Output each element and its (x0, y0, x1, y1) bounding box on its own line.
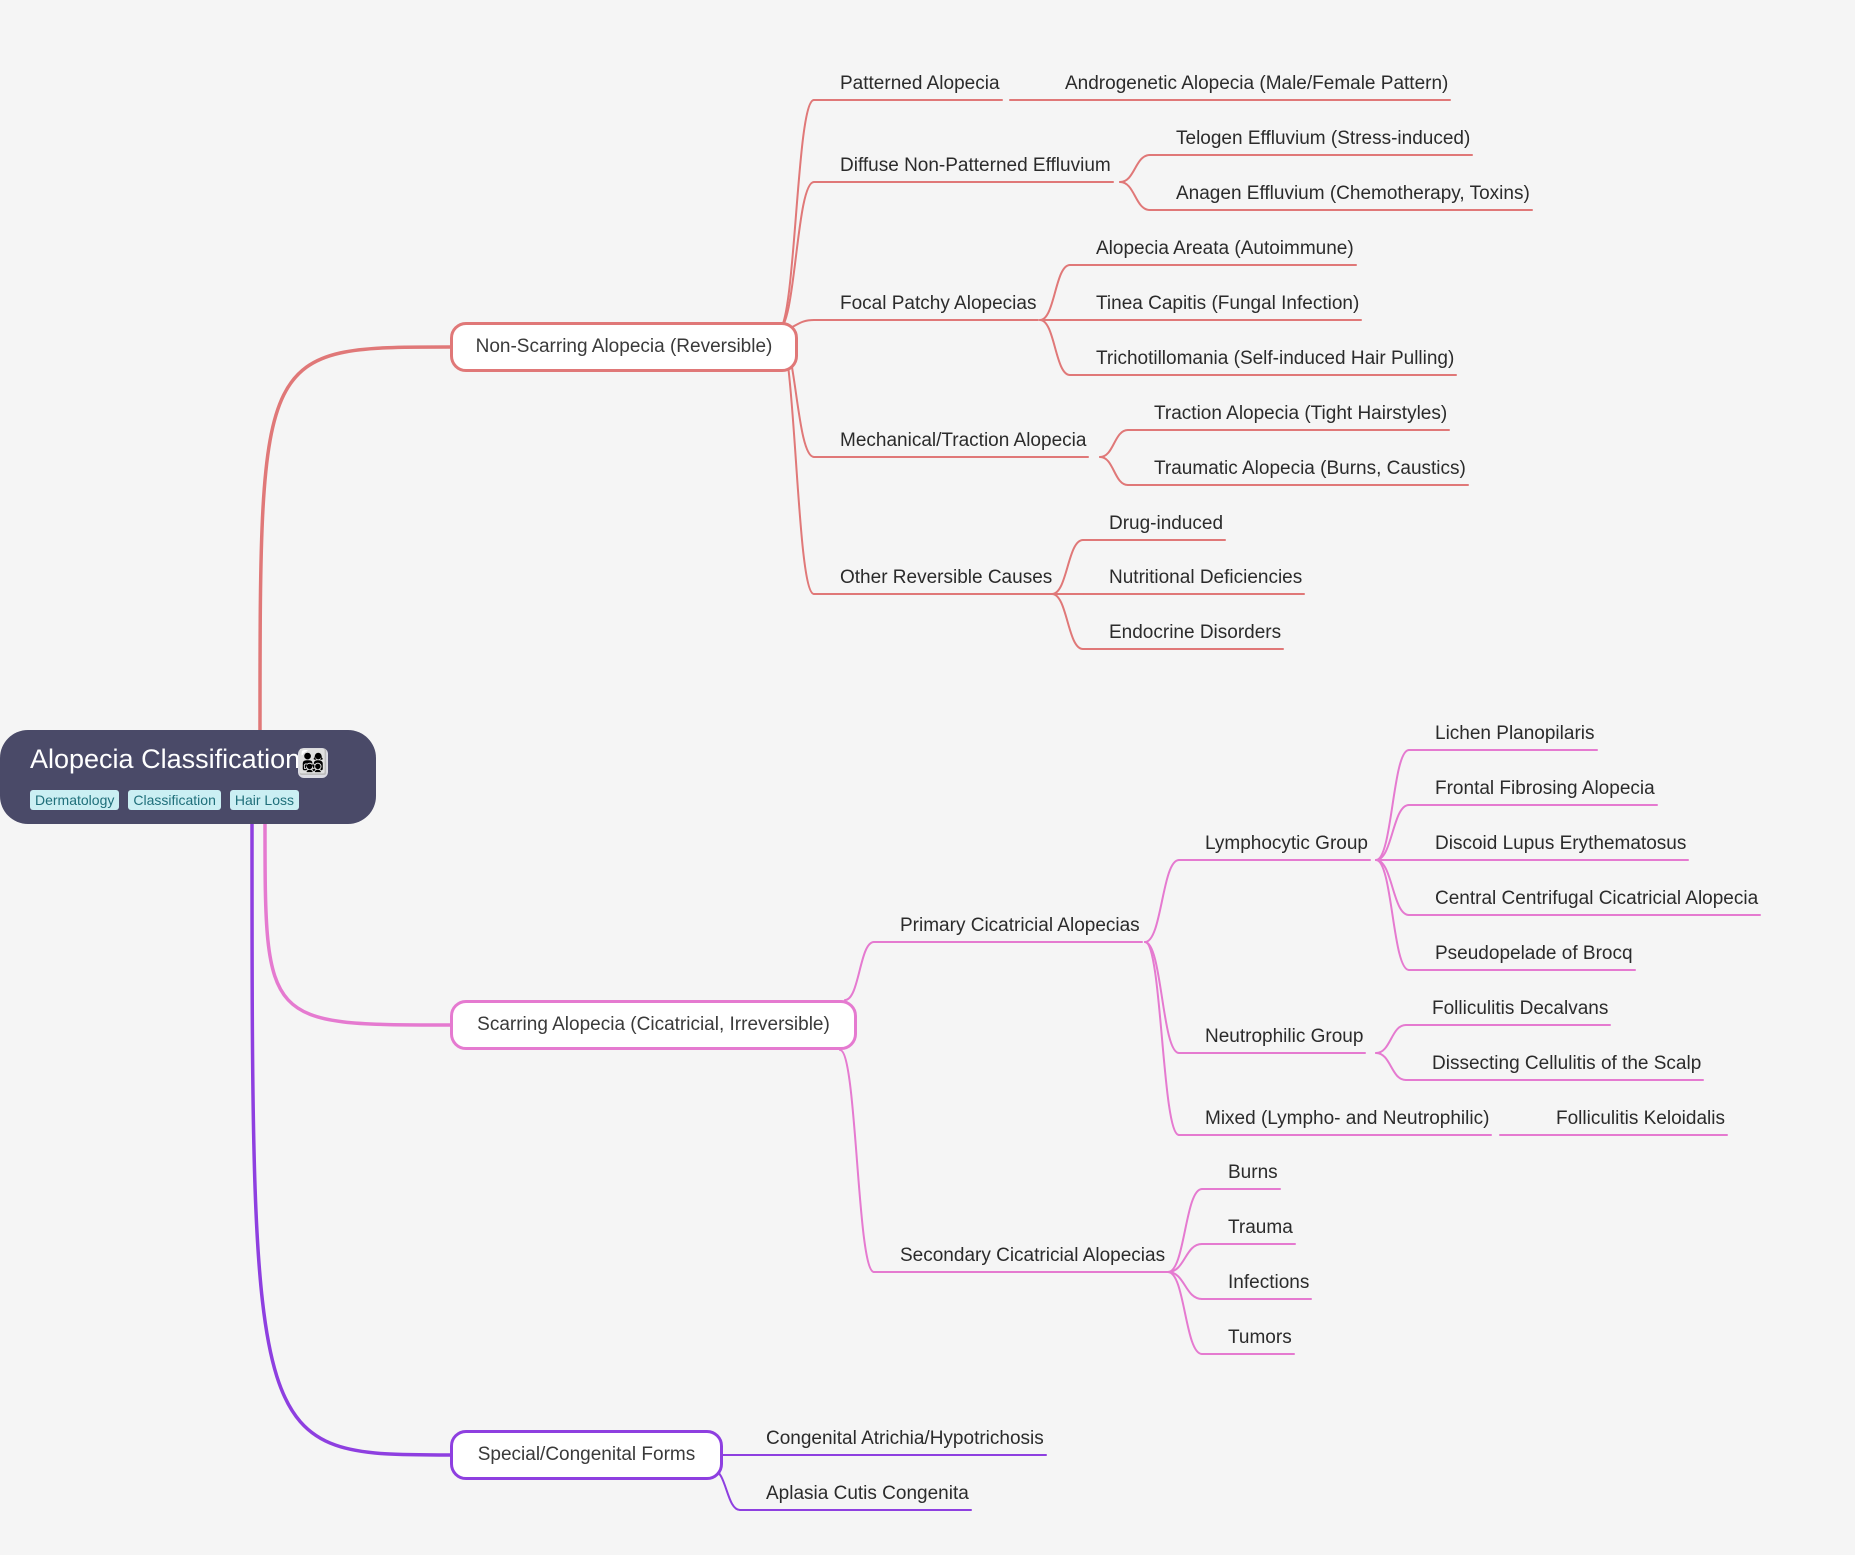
leaf-ccca[interactable]: Central Centrifugal Cicatricial Alopecia (1435, 888, 1759, 909)
leaf-pseudopelade[interactable]: Pseudopelade of Brocq (1435, 943, 1633, 964)
leaf-folliculitis-decalvans[interactable]: Folliculitis Decalvans (1432, 998, 1609, 1019)
tag-hair-loss[interactable]: Hair Loss (229, 790, 299, 810)
leaf-trichotillomania[interactable]: Trichotillomania (Self-induced Hair Pull… (1096, 348, 1455, 369)
connector (1039, 264, 1071, 321)
node-focal-patchy[interactable]: Focal Patchy Alopecias (840, 293, 1037, 314)
connector (250, 822, 452, 1457)
connector (1144, 941, 1180, 1136)
connector (1375, 859, 1410, 971)
leaf-lichen-planopilaris[interactable]: Lichen Planopilaris (1435, 723, 1595, 744)
connector (1375, 1024, 1407, 1054)
tag-classification[interactable]: Classification (128, 790, 221, 810)
connector (1119, 181, 1151, 211)
connector (1167, 1243, 1203, 1273)
branch-special-congenital[interactable]: Special/Congenital Forms (450, 1430, 723, 1480)
connector (1375, 1052, 1407, 1081)
root-tags: Dermatology Classification Hair Loss (30, 790, 299, 810)
node-primary-cicatricial[interactable]: Primary Cicatricial Alopecias (900, 915, 1140, 936)
leaf-traction[interactable]: Traction Alopecia (Tight Hairstyles) (1154, 403, 1448, 424)
tag-dermatology[interactable]: Dermatology (30, 790, 120, 810)
leaf-folliculitis-keloidalis[interactable]: Folliculitis Keloidalis (1556, 1108, 1725, 1129)
leaf-tinea-capitis[interactable]: Tinea Capitis (Fungal Infection) (1096, 293, 1360, 314)
leaf-aplasia-cutis[interactable]: Aplasia Cutis Congenita (766, 1483, 969, 1504)
leaf-endocrine[interactable]: Endocrine Disorders (1109, 622, 1282, 643)
root-node[interactable]: Alopecia Classification 👨‍👩‍👧‍👦 Dermatol… (0, 730, 376, 824)
branch-non-scarring[interactable]: Non-Scarring Alopecia (Reversible) (450, 322, 798, 372)
family-emoji-icon: 👨‍👩‍👧‍👦 (298, 748, 328, 778)
leaf-traumatic[interactable]: Traumatic Alopecia (Burns, Caustics) (1154, 458, 1466, 479)
leaf-infections[interactable]: Infections (1228, 1272, 1310, 1293)
connector (839, 1049, 875, 1273)
connector (844, 941, 875, 1001)
connector (1051, 539, 1084, 595)
leaf-alopecia-areata[interactable]: Alopecia Areata (Autoimmune) (1096, 238, 1354, 259)
connector (1039, 319, 1071, 376)
leaf-congenital-atrichia[interactable]: Congenital Atrichia/Hypotrichosis (766, 1428, 1044, 1449)
connector (1144, 859, 1180, 943)
leaf-nutritional[interactable]: Nutritional Deficiencies (1109, 567, 1303, 588)
node-neutrophilic[interactable]: Neutrophilic Group (1205, 1026, 1364, 1047)
node-mixed[interactable]: Mixed (Lympho- and Neutrophilic) (1205, 1108, 1490, 1129)
node-lymphocytic[interactable]: Lymphocytic Group (1205, 833, 1368, 854)
connector (1167, 1188, 1203, 1273)
connector (777, 99, 815, 331)
branch-scarring[interactable]: Scarring Alopecia (Cicatricial, Irrevers… (450, 1000, 857, 1050)
connector (1051, 593, 1084, 650)
connector (1119, 154, 1151, 183)
connector (258, 345, 452, 732)
connector (1375, 749, 1410, 861)
connector (1099, 429, 1129, 458)
connector (1375, 859, 1410, 916)
node-secondary-cicatricial[interactable]: Secondary Cicatricial Alopecias (900, 1245, 1166, 1266)
connector (1099, 456, 1129, 486)
leaf-telogen[interactable]: Telogen Effluvium (Stress-induced) (1176, 128, 1471, 149)
node-mechanical-traction[interactable]: Mechanical/Traction Alopecia (840, 430, 1087, 451)
node-diffuse-effluvium[interactable]: Diffuse Non-Patterned Effluvium (840, 155, 1111, 176)
leaf-androgenetic[interactable]: Androgenetic Alopecia (Male/Female Patte… (1065, 73, 1449, 94)
leaf-tumors[interactable]: Tumors (1228, 1327, 1292, 1348)
connector (1167, 1271, 1203, 1355)
leaf-anagen[interactable]: Anagen Effluvium (Chemotherapy, Toxins) (1176, 183, 1530, 204)
connector (1144, 941, 1180, 1054)
leaf-discoid-lupus[interactable]: Discoid Lupus Erythematosus (1435, 833, 1687, 854)
leaf-burns[interactable]: Burns (1228, 1162, 1278, 1183)
leaf-dissecting-cellulitis[interactable]: Dissecting Cellulitis of the Scalp (1432, 1053, 1702, 1074)
connector (1375, 804, 1410, 861)
leaf-frontal-fibrosing[interactable]: Frontal Fibrosing Alopecia (1435, 778, 1655, 799)
leaf-trauma[interactable]: Trauma (1228, 1217, 1293, 1238)
root-title: Alopecia Classification (30, 744, 301, 774)
connector (263, 822, 452, 1027)
leaf-drug-induced[interactable]: Drug-induced (1109, 513, 1224, 534)
node-other-reversible[interactable]: Other Reversible Causes (840, 567, 1053, 588)
node-patterned-alopecia[interactable]: Patterned Alopecia (840, 73, 1000, 94)
